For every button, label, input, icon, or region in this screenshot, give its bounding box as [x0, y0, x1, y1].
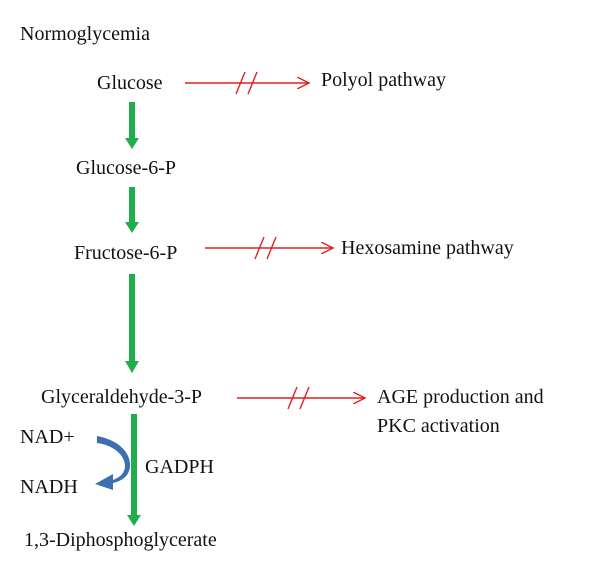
green-arrow-glucose-to-g6p: [125, 102, 139, 149]
diagram-title: Normoglycemia: [20, 23, 150, 45]
cofactor-curved-arrow: [95, 436, 131, 490]
enzyme-gadph: GADPH: [145, 456, 214, 478]
cofactor-nad-plus: NAD+: [20, 426, 75, 448]
blocked-arrow-age-pkc: [237, 386, 365, 410]
node-glucose: Glucose: [97, 72, 163, 94]
side-polyol-pathway: Polyol pathway: [321, 69, 446, 91]
blocked-arrow-hexosamine: [205, 236, 333, 260]
green-arrow-g6p-to-f6p: [125, 187, 139, 233]
green-arrow-f6p-to-g3p: [125, 274, 139, 373]
green-arrow-g3p-to-bpg: [127, 414, 141, 526]
node-glucose-6-p: Glucose-6-P: [76, 157, 176, 179]
side-hexosamine-pathway: Hexosamine pathway: [341, 237, 514, 259]
node-glyceraldehyde-3-p: Glyceraldehyde-3-P: [41, 386, 203, 408]
cofactor-nadh: NADH: [20, 476, 78, 498]
side-age-production: AGE production and: [377, 386, 544, 408]
node-fructose-6-p: Fructose-6-P: [74, 242, 178, 264]
blocked-arrow-polyol: [185, 71, 309, 95]
node-1-3-diphosphoglycerate: 1,3-Diphosphoglycerate: [24, 529, 217, 551]
side-pkc-activation: PKC activation: [377, 415, 500, 437]
